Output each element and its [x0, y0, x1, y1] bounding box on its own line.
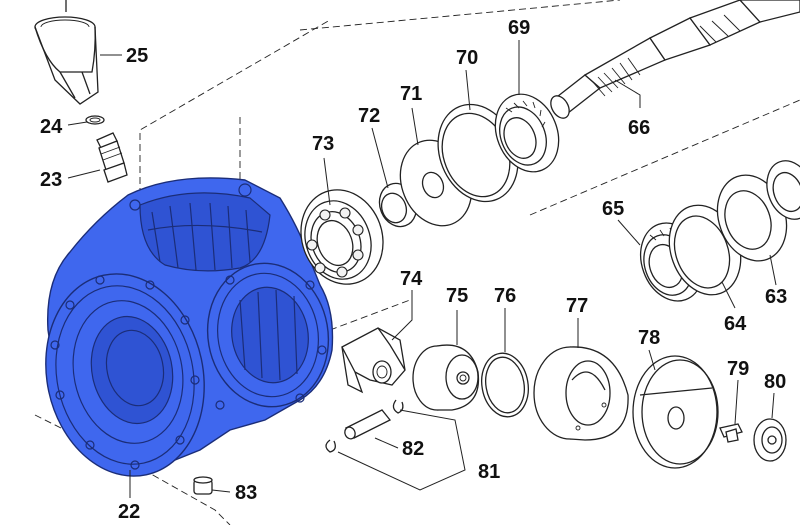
- part-number-labels: 25 24 23 22 83 73 72 71 70 69 66 65 64 6…: [40, 17, 787, 523]
- label-70: 70: [456, 47, 478, 69]
- label-66: 66: [628, 117, 650, 139]
- label-76: 76: [494, 285, 516, 307]
- label-69: 69: [508, 17, 530, 39]
- part-75-piston[interactable]: [412, 344, 480, 411]
- part-78-disc[interactable]: [632, 355, 719, 469]
- label-78: 78: [638, 327, 660, 349]
- label-72: 72: [358, 105, 380, 127]
- part-24-o-ring[interactable]: [85, 115, 105, 125]
- part-63-shim[interactable]: [706, 154, 800, 270]
- part-23-fitting[interactable]: [96, 132, 128, 183]
- label-81: 81: [478, 461, 500, 483]
- part-81-clips[interactable]: [325, 399, 404, 453]
- part-82-pin[interactable]: [343, 409, 392, 441]
- label-65: 65: [602, 198, 624, 220]
- label-77: 77: [566, 295, 588, 317]
- label-83: 83: [235, 482, 257, 504]
- part-76-snap-ring[interactable]: [477, 349, 533, 420]
- part-73-bearing[interactable]: [288, 178, 396, 296]
- part-74-bracket[interactable]: [341, 327, 406, 394]
- part-22-housing[interactable]: [27, 177, 339, 491]
- label-80: 80: [764, 371, 786, 393]
- label-24: 24: [40, 116, 63, 138]
- part-83-plug[interactable]: [193, 476, 213, 495]
- label-23: 23: [40, 169, 62, 191]
- part-80-cap[interactable]: [753, 418, 787, 462]
- part-69-tapered-bearing[interactable]: [484, 85, 570, 182]
- label-75: 75: [446, 285, 468, 307]
- part-25-funnel[interactable]: [34, 0, 99, 105]
- part-77-cover[interactable]: [533, 346, 629, 441]
- part-79-pin[interactable]: [719, 423, 743, 443]
- leader-lines: [67, 40, 777, 498]
- label-73: 73: [312, 133, 334, 155]
- label-63: 63: [765, 286, 787, 308]
- part-66-shaft[interactable]: [547, 0, 800, 121]
- label-79: 79: [727, 358, 749, 380]
- label-74: 74: [400, 268, 423, 290]
- label-22: 22: [118, 501, 140, 523]
- label-64: 64: [724, 313, 747, 335]
- label-25: 25: [126, 45, 148, 67]
- label-82: 82: [402, 438, 424, 460]
- label-71: 71: [400, 83, 422, 105]
